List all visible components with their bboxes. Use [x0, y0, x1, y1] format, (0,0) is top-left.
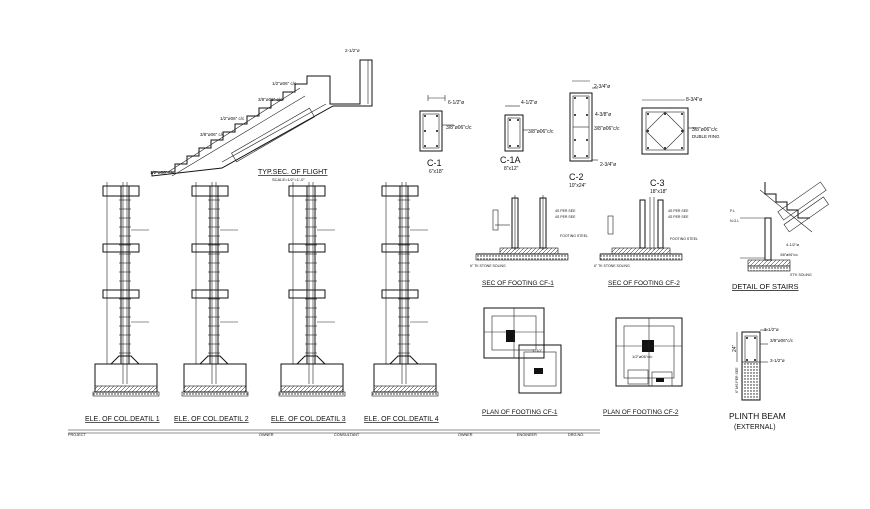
flight-note-1: 2-1/2"ø	[345, 48, 360, 53]
cf2-section-title: SEC OF FOOTING CF-2	[608, 280, 680, 287]
flight-note-3: 3/8"ø06" c/c	[258, 97, 283, 102]
plinth-fill-note: 6" MS PER SEE	[735, 367, 739, 393]
column-c3: 8-3/4"ø 3/8"ø06"c/c DUBLE RING C-3 18"x1…	[641, 97, 720, 195]
c1a-ties: 3/8"ø06"c/c	[528, 129, 554, 135]
c1a-size: 8"x12"	[504, 166, 519, 172]
c3-size: 18"x18"	[650, 189, 667, 195]
elevation-col-detail-2: ELE. OF COL.DEATIL 2	[174, 182, 249, 423]
svg-text:4S PER SEE: 4S PER SEE	[555, 215, 576, 219]
tb-project: PROJECT	[68, 433, 86, 437]
stairs-detail-title: DETAIL OF STAIRS	[732, 282, 799, 291]
svg-text:N.G.L: N.G.L	[730, 219, 739, 223]
elevation-col-detail-4: ELE. OF COL.DEATIL 4	[364, 182, 439, 423]
column-elevations: ELE. OF COL.DEATIL 1 ELE. OF COL.DEATIL 2…	[85, 182, 439, 423]
c1a-title: C-1A	[500, 155, 521, 165]
c3-ties: 3/8"ø06"c/c	[692, 127, 718, 133]
c1-bars: 6-1/2"ø	[448, 100, 464, 106]
flight-note-2: 1/2"ø06" c/c	[272, 81, 297, 86]
svg-text:FOOTING STEEL: FOOTING STEEL	[560, 234, 588, 238]
elevation-col-detail-3: ELE. OF COL.DEATIL 3	[271, 182, 346, 423]
c3-ring: DUBLE RING	[692, 134, 720, 139]
elevation-title-2: ELE. OF COL.DEATIL 2	[174, 416, 249, 423]
svg-text:4S PER SEE: 4S PER SEE	[668, 215, 689, 219]
svg-text:3/8"ø06"c/c: 3/8"ø06"c/c	[780, 253, 798, 257]
plinth-note-1: 3-1/2"ø	[764, 327, 779, 332]
c2-size: 10"x24"	[569, 183, 586, 189]
elevation-col-detail-1: ELE. OF COL.DEATIL 1	[85, 182, 160, 423]
c2-bars-mid: 4-3/8"ø	[595, 112, 611, 118]
c2-ties: 3/8"ø06"c/c	[594, 126, 620, 132]
flight-note-6: 1/2"ø06" c/c	[150, 170, 175, 175]
svg-text:4-1/2"ø: 4-1/2"ø	[786, 242, 800, 247]
c1-size: 6"x18"	[429, 169, 444, 175]
svg-text:6" TK STONE SOLING: 6" TK STONE SOLING	[470, 264, 506, 268]
plinth-note-2: 3/8"ø06"c/c	[770, 338, 794, 343]
plinth-beam: 3-1/2"ø 3/8"ø06"c/c 3-1/2"ø 24" 6" MS PE…	[729, 327, 794, 431]
c1a-bars: 4-1/2"ø	[521, 100, 537, 106]
c3-bars: 8-3/4"ø	[686, 97, 702, 103]
footing-section-cf2: 4S PER SEE 4S PER SEE FOOTING STEEL 6" T…	[594, 197, 698, 287]
detail-of-stairs: P.L N.G.L 4-1/2"ø 3/8"ø06"c/c ST'K SOLIN…	[730, 181, 829, 291]
c3-title: C-3	[650, 178, 665, 188]
plinth-subtitle: (EXTERNAL)	[734, 424, 776, 431]
cf2-plan-title: PLAN OF FOOTING CF-2	[603, 409, 679, 416]
footing-section-cf1: 4S PER SEE 4S PER SEE FOOTING STEEL 6" T…	[470, 195, 588, 287]
footing-plan-cf1: 1'-10" PLAN OF FOOTING CF-1	[482, 307, 562, 416]
c1-ties: 3/8"ø06"c/c	[446, 125, 472, 131]
tb-owner-2: OWNER	[458, 433, 473, 437]
tb-owner: OWNER	[259, 433, 274, 437]
plinth-note-3: 3-1/2"ø	[770, 358, 785, 363]
cf1-plan-dim: 1'-10"	[532, 348, 543, 353]
c2-bars-top: 2-3/4"ø	[594, 84, 610, 90]
c2-bars-bot: 2-3/4"ø	[600, 162, 616, 168]
svg-text:P.L: P.L	[730, 209, 735, 213]
cf2-plan-dim: 1/2"ø06"c/c	[632, 354, 652, 359]
flight-note-4: 1/2"ø06" c/c	[220, 116, 245, 121]
column-c1: 6-1/2"ø 3/8"ø06"c/c C-1 6"x18"	[419, 95, 472, 175]
elevation-title-1: ELE. OF COL.DEATIL 1	[85, 416, 160, 423]
plinth-title: PLINTH BEAM	[729, 411, 786, 421]
tb-drg-no: DRG.NO.	[568, 433, 584, 437]
footing-plan-cf2: 1/2"ø06"c/c PLAN OF FOOTING CF-2	[603, 317, 683, 416]
svg-text:4S PER SEE: 4S PER SEE	[668, 209, 689, 213]
tb-consultant: CONSULTANT	[334, 433, 360, 437]
svg-text:ST'K SOLING: ST'K SOLING	[790, 273, 812, 277]
c2-title: C-2	[569, 172, 584, 182]
c1-title: C-1	[427, 158, 442, 168]
column-c1a: 4-1/2"ø 3/8"ø06"c/c C-1A 8"x12"	[500, 100, 554, 172]
stair-flight-section: 2-1/2"ø 1/2"ø06" c/c 3/8"ø06" c/c 1/2"ø0…	[150, 48, 373, 182]
elevation-title-3: ELE. OF COL.DEATIL 3	[271, 416, 346, 423]
cf1-section-title: SEC OF FOOTING CF-1	[482, 280, 554, 287]
flight-note-5: 3/8"ø06" c/c	[200, 132, 225, 137]
elevation-title-4: ELE. OF COL.DEATIL 4	[364, 416, 439, 423]
flight-scale: SCALE=1/2"=1'-0"	[272, 177, 305, 182]
svg-text:4S PER SEE: 4S PER SEE	[555, 209, 576, 213]
column-c2: 2-3/4"ø 4-3/8"ø 3/8"ø06"c/c 2-3/4"ø C-2 …	[569, 80, 620, 189]
svg-text:6" TK STONE SOLING: 6" TK STONE SOLING	[594, 264, 630, 268]
tb-engineer: ENGINEER	[517, 433, 537, 437]
plinth-depth: 24"	[732, 344, 738, 352]
svg-text:FOOTING STEEL: FOOTING STEEL	[670, 237, 698, 241]
flight-title: TYP.SEC. OF FLIGHT	[258, 169, 328, 176]
cf1-plan-title: PLAN OF FOOTING CF-1	[482, 409, 558, 416]
title-block: PROJECT OWNER CONSULTANT OWNER ENGINEER …	[68, 429, 600, 437]
